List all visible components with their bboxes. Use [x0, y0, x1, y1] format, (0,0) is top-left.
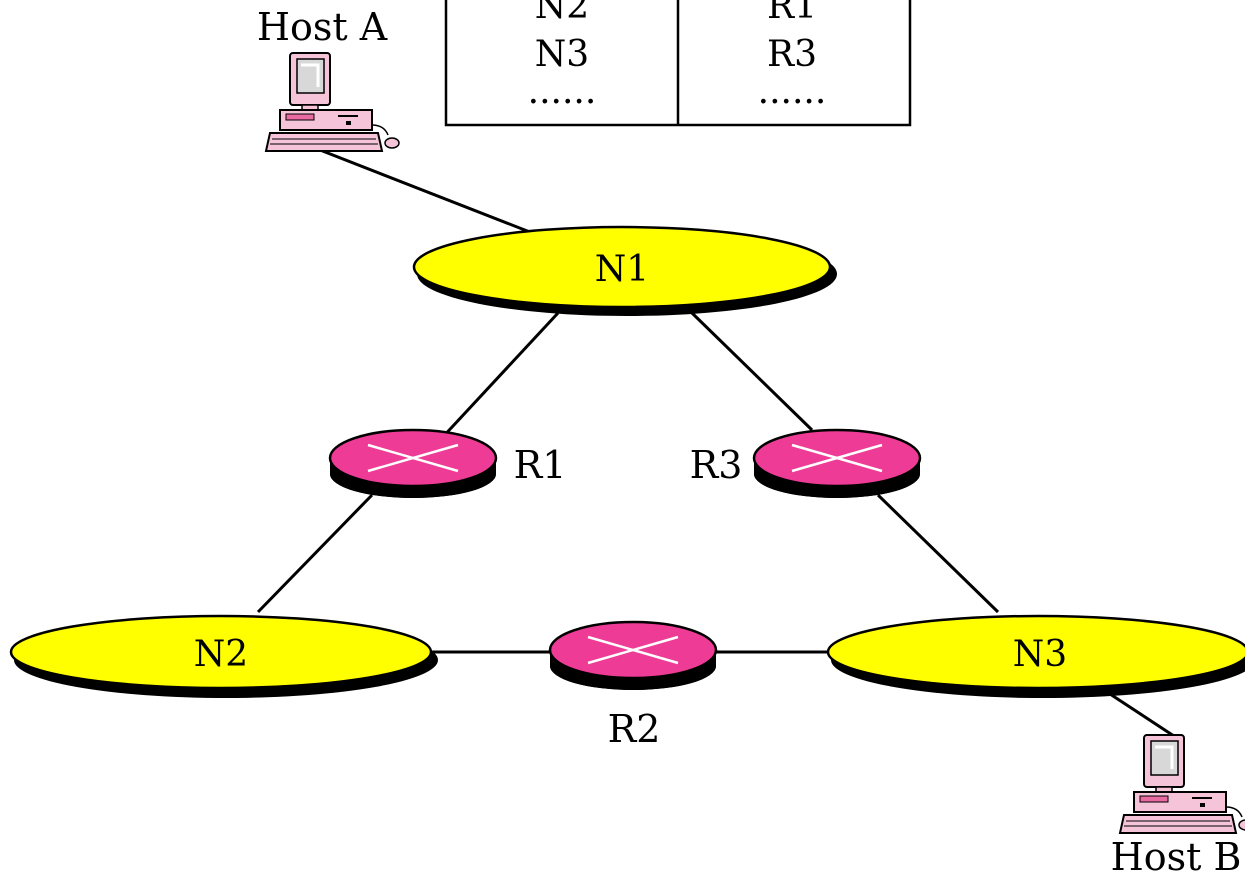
routing-table: N2 N3 ...... R1 R3 ...... — [444, 0, 912, 127]
host-b-label: Host B — [1111, 835, 1242, 878]
network-n2: N2 — [9, 614, 438, 698]
link-n1-r1 — [438, 311, 560, 442]
router-r3-label: R3 — [690, 443, 743, 487]
computer-icon — [1118, 733, 1245, 835]
links — [256, 148, 1181, 742]
router-r1-label: R1 — [514, 443, 567, 487]
table-cell-next-hop: R3 — [767, 34, 817, 75]
table-cell-destination: N3 — [535, 34, 589, 75]
computer-icon — [264, 51, 401, 153]
link-r1-n2 — [256, 493, 374, 614]
link-hosta-n1 — [319, 148, 536, 236]
network-n1-label: N1 — [595, 249, 649, 290]
router-r1: R1 — [328, 428, 567, 498]
network-n3: N3 — [826, 614, 1245, 698]
router-r2: R2 — [548, 620, 718, 751]
network-n1: N1 — [412, 225, 837, 316]
table-cell-next-hop: ...... — [758, 71, 827, 112]
table-cell-destination: ...... — [528, 71, 597, 112]
host-a: Host A — [257, 5, 401, 153]
network-n2-label: N2 — [194, 634, 248, 675]
host-b: Host B — [1111, 733, 1245, 878]
link-n1-r3 — [690, 311, 814, 432]
host-a-label: Host A — [257, 5, 388, 49]
table-cell-next-hop: R1 — [767, 0, 817, 27]
table-cell-destination: N2 — [535, 0, 589, 27]
link-n3-hostb — [1109, 692, 1181, 742]
link-r3-n3 — [876, 493, 1000, 614]
router-r2-label: R2 — [608, 707, 661, 751]
router-r3: R3 — [690, 428, 922, 498]
network-n3-label: N3 — [1013, 634, 1067, 675]
